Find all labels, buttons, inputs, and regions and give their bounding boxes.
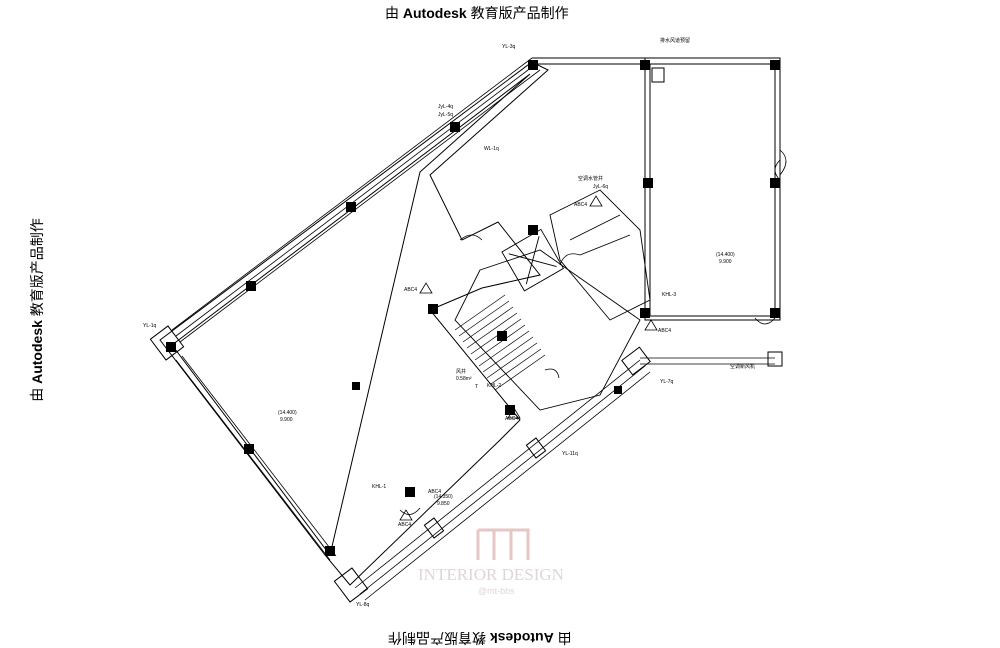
columns	[166, 60, 780, 556]
label-abc-b: ABC4	[574, 202, 587, 208]
autodesk-stamp-top: 由 Autodesk 教育版产品制作	[385, 3, 569, 23]
label-corner-bottom: YL-8q	[356, 602, 370, 608]
label-area-note: 0.58m²	[456, 376, 472, 382]
label-corner-top: YL-3q	[502, 44, 516, 50]
label-tag-fm: 空调新风机	[730, 363, 755, 370]
right-room	[532, 57, 781, 321]
glazing-top	[171, 57, 541, 561]
watermark-logo	[476, 528, 530, 560]
plan-text: YL-3q YL-1q YL-8q YL-7q 排水风道预留 空调水管井 KHL…	[143, 37, 755, 608]
stamp-suffix: 教育版产品制作	[470, 5, 569, 21]
label-stair-note: 空调水管井	[578, 175, 603, 182]
hall-inner-wall	[171, 73, 531, 557]
stamp-prefix: 由	[385, 5, 399, 21]
label-corner-right: YL-7q	[660, 379, 674, 385]
label-elev-main-sub: 9.900	[280, 417, 293, 423]
label-abc-a: ABC4	[404, 287, 417, 293]
core-area	[454, 189, 651, 411]
label-shaft-note: 排水风道预留	[660, 37, 690, 44]
main-hall	[159, 61, 549, 586]
stamp-brand: Autodesk	[402, 5, 467, 21]
stair	[454, 294, 546, 391]
label-corner-left: YL-1q	[143, 323, 157, 329]
label-tag-j2: JyL-5q	[438, 112, 453, 118]
watermark-line2: @mt-bbs	[478, 586, 515, 596]
label-tag-w: WL-1q	[484, 146, 499, 152]
label-elev-small: (14.350)	[434, 494, 453, 500]
label-kl2: KHL-2	[487, 383, 501, 389]
label-tag-w2: YL-11q	[562, 451, 578, 457]
right-room-outline	[644, 57, 781, 321]
label-kl1: KHL-1	[372, 484, 386, 490]
label-kl3: KHL-3	[662, 292, 676, 298]
label-tag-j3: JyL-6q	[593, 184, 608, 190]
label-elev-small-sub: 9.850	[437, 501, 450, 507]
watermark-line1: INTERIOR DESIGN	[418, 565, 564, 584]
label-elev-right: (14.400)	[716, 252, 735, 258]
label-abc-c: ABC4	[658, 328, 671, 334]
label-tag-t: T	[475, 384, 478, 390]
label-abc-d: ABC4	[505, 416, 518, 422]
label-tag-j1: JyL-4q	[438, 104, 453, 110]
hall-outer-wall	[159, 61, 549, 586]
label-area-name: 风井	[456, 368, 466, 375]
label-abc-e: ABC4	[398, 522, 411, 528]
label-abc-f: ABC4	[428, 489, 441, 495]
doors	[399, 149, 787, 515]
watermark: INTERIOR DESIGN @mt-bbs	[418, 528, 564, 596]
abc-markers	[399, 195, 658, 521]
label-elev-right-sub: 9.900	[719, 259, 732, 265]
label-elev-main: (14.400)	[278, 410, 297, 416]
corner-bosses	[149, 325, 783, 603]
glazing-bottom	[354, 357, 775, 601]
